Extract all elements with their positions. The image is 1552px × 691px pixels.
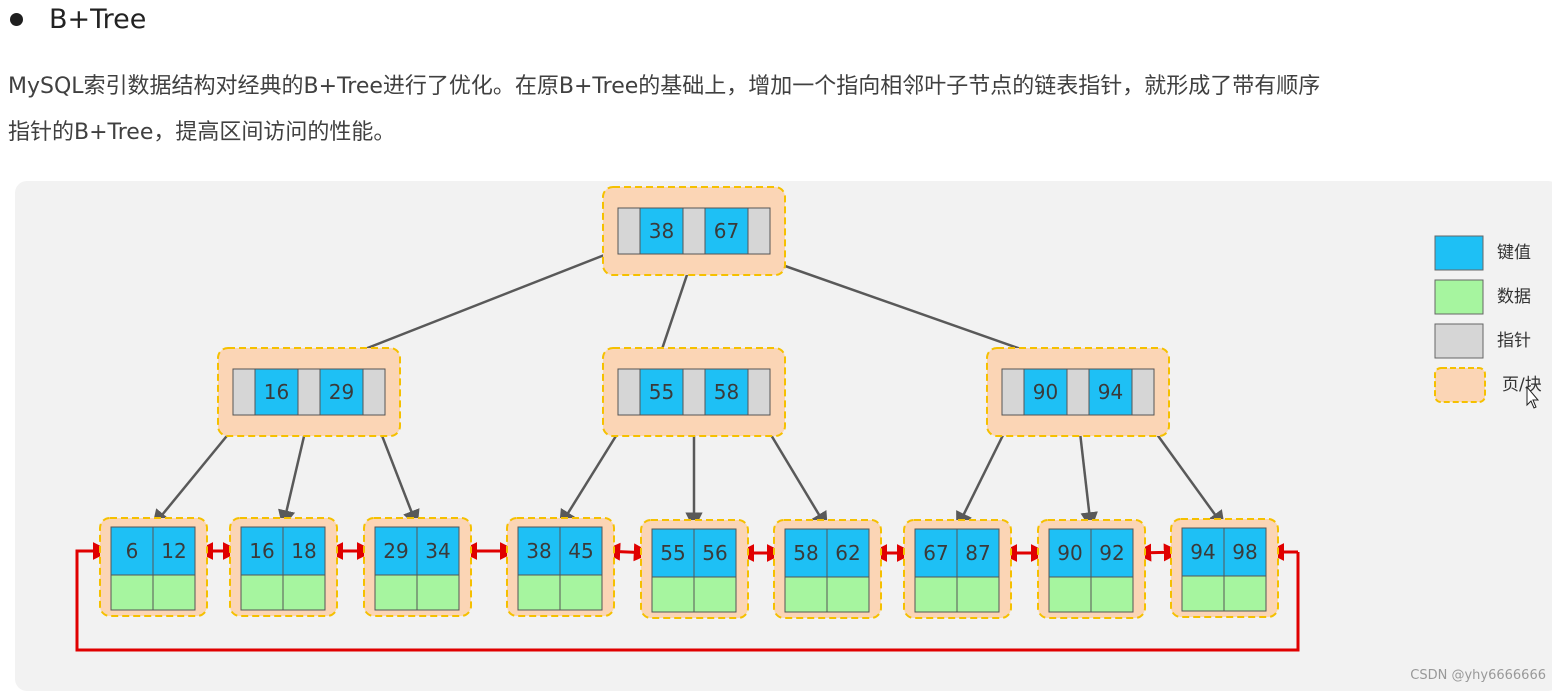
leaf-node-6-key-0: 67 <box>923 541 948 565</box>
leaf-node-6-data-cell <box>956 576 1000 613</box>
root-node-pointer-cell <box>747 207 771 255</box>
btree-diagram: 38 67 16 29 55 58 90 94 6 12 16 18 29 34 38 45 55 56 58 62 6… <box>75 186 1542 652</box>
leaf-node-3-data-cell <box>559 574 603 611</box>
leaf-node-0-key-cell <box>152 526 196 576</box>
paragraph-line-1: MySQL索引数据结构对经典的B+Tree进行了优化。在原B+Tree的基础上，… <box>8 74 1321 99</box>
tree-nodes: 38 67 16 29 55 58 90 94 6 12 16 18 29 34 38 45 55 56 58 62 6… <box>99 186 1279 619</box>
leaf-node-5-data-cell <box>784 576 828 613</box>
internal-node-2-pointer-cell <box>1001 368 1025 416</box>
leaf-node-1-data-cell <box>282 574 326 611</box>
leaf-node-7-key-cell <box>1090 528 1134 578</box>
heading-text: B+Tree <box>49 3 147 35</box>
internal-node-1-pointer-cell <box>617 368 641 416</box>
leaf-node-0-key-cell <box>110 526 154 576</box>
leaf-node-1-key-1: 18 <box>291 539 316 563</box>
section-heading: B+Tree <box>8 0 146 38</box>
leaf-node-1-key-0: 16 <box>249 539 274 563</box>
internal-node-1-pointer-cell <box>682 368 706 416</box>
bullet-icon <box>10 12 23 26</box>
leaf-node-8-key-0: 94 <box>1190 540 1215 564</box>
leaf-node-5-data-cell <box>826 576 870 613</box>
internal-node-2-key-0: 90 <box>1033 380 1058 404</box>
leaf-node-4-key-cell <box>651 528 695 578</box>
watermark: CSDN @yhy6666666 <box>1410 668 1546 683</box>
internal-node-1-key-1: 58 <box>714 380 739 404</box>
legend-swatch-page <box>1434 367 1486 403</box>
leaf-node-5-key-cell <box>826 528 870 578</box>
internal-node-2-pointer-cell <box>1131 368 1155 416</box>
leaf-node-4-data-cell <box>693 576 737 613</box>
leaf-node-3-key-0: 38 <box>526 539 551 563</box>
leaf-node-7-key-cell <box>1048 528 1092 578</box>
internal-node-1-key-cell <box>639 368 684 416</box>
internal-node-1-pointer-cell <box>747 368 771 416</box>
internal-node-0-key-1: 29 <box>329 380 354 404</box>
leaf-node-3-key-1: 45 <box>568 539 593 563</box>
paragraph-line-2: 指针的B+Tree，提高区间访问的性能。 <box>8 120 396 145</box>
internal-node-0-key-cell <box>254 368 299 416</box>
leaf-node-0-data-cell <box>152 574 196 611</box>
leaf-node-8-data-cell <box>1223 575 1267 612</box>
internal-node-2-key-1: 94 <box>1098 380 1123 404</box>
leaf-node-5-key-cell <box>784 528 828 578</box>
leaf-node-8-key-cell <box>1181 527 1225 577</box>
leaf-node-3-data-cell <box>517 574 561 611</box>
leaf-node-2-key-cell <box>416 526 460 576</box>
root-node-key-1: 67 <box>714 219 739 243</box>
internal-node-2-pointer-cell <box>1066 368 1090 416</box>
internal-node-2-key-cell <box>1088 368 1133 416</box>
leaf-node-8-key-1: 98 <box>1232 540 1257 564</box>
leaf-node-0-key-0: 6 <box>126 539 139 563</box>
leaf-node-4-key-cell <box>693 528 737 578</box>
legend-swatch-key <box>1434 235 1484 271</box>
leaf-node-1-key-cell <box>240 526 284 576</box>
legend-swatch-data <box>1434 279 1484 315</box>
legend-label-page: 页/块 <box>1502 375 1542 395</box>
root-node-pointer-cell <box>617 207 641 255</box>
diagram-panel: 38 67 16 29 55 58 90 94 6 12 16 18 29 34 38 45 55 56 58 62 6… <box>15 181 1552 691</box>
leaf-node-7-data-cell <box>1090 576 1134 613</box>
description-paragraph: MySQL索引数据结构对经典的B+Tree进行了优化。在原B+Tree的基础上，… <box>8 64 1508 156</box>
leaf-node-6-data-cell <box>914 576 958 613</box>
internal-node-0-key-0: 16 <box>264 380 289 404</box>
leaf-node-0-key-1: 12 <box>161 539 186 563</box>
internal-node-0-pointer-cell <box>362 368 386 416</box>
leaf-node-4-key-0: 55 <box>660 541 685 565</box>
legend-swatch-pointer <box>1434 323 1484 359</box>
leaf-node-7-key-0: 90 <box>1057 541 1082 565</box>
internal-node-0-pointer-cell <box>232 368 256 416</box>
leaf-node-4-key-1: 56 <box>702 541 727 565</box>
legend-label-data: 数据 <box>1497 287 1531 307</box>
internal-node-0-pointer-cell <box>297 368 321 416</box>
leaf-node-2-data-cell <box>416 574 460 611</box>
root-node-key-cell <box>639 207 684 255</box>
leaf-node-6-key-cell <box>914 528 958 578</box>
leaf-node-8-data-cell <box>1181 575 1225 612</box>
leaf-node-4-data-cell <box>651 576 695 613</box>
legend-label-pointer: 指针 <box>1497 331 1531 351</box>
leaf-node-2-key-0: 29 <box>383 539 408 563</box>
leaf-node-7-data-cell <box>1048 576 1092 613</box>
legend-label-key: 键值 <box>1497 243 1531 263</box>
root-node-pointer-cell <box>682 207 706 255</box>
leaf-node-7-key-1: 92 <box>1099 541 1124 565</box>
leaf-node-2-data-cell <box>374 574 418 611</box>
leaf-node-6-key-1: 87 <box>965 541 990 565</box>
internal-node-1-key-0: 55 <box>649 380 674 404</box>
leaf-node-5-key-0: 58 <box>793 541 818 565</box>
leaf-node-1-data-cell <box>240 574 284 611</box>
leaf-node-2-key-1: 34 <box>425 539 450 563</box>
mouse-cursor-icon <box>1526 385 1540 409</box>
root-node-key-0: 38 <box>649 219 674 243</box>
leaf-node-5-key-1: 62 <box>835 541 860 565</box>
leaf-node-8-key-cell <box>1223 527 1267 577</box>
leaf-node-0-data-cell <box>110 574 154 611</box>
